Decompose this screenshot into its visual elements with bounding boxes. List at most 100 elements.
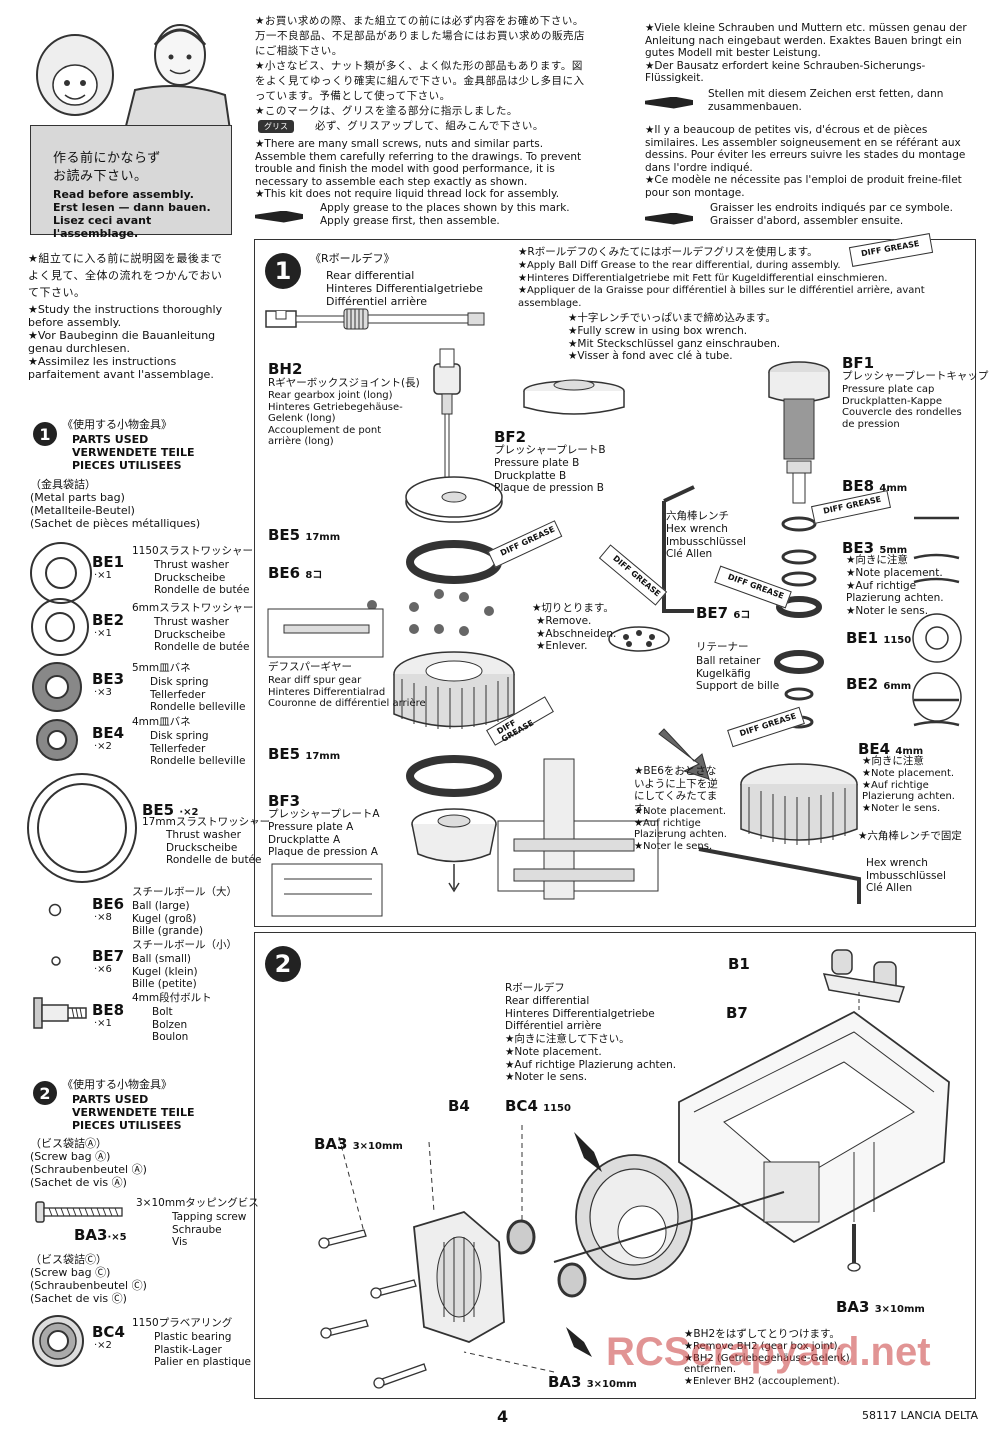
- bf3-desc: Pressure plate A Druckplatte A Plaque de…: [268, 821, 378, 858]
- bh2-jp: Rギヤーボックスジョイント(長): [268, 377, 420, 389]
- step2-number: 2: [265, 946, 301, 982]
- be1-code: BE1: [92, 553, 125, 571]
- be6-qty: ·×8: [94, 912, 112, 923]
- step2-panel: [254, 932, 976, 1399]
- bf2-code: BF2: [494, 428, 527, 446]
- intro-de-notes: ★Viele kleine Schrauben und Muttern etc.…: [645, 22, 967, 84]
- be5-code-text: BE5: [142, 801, 175, 819]
- retainer-desc: Ball retainer Kugelkäfig Support de bill…: [696, 655, 780, 692]
- be4-code: BE4: [92, 724, 125, 742]
- intro-en-notes: ★There are many small screws, nuts and s…: [255, 138, 582, 200]
- be4-desc: Disk spring Tellerfeder Rondelle bellevi…: [150, 730, 246, 767]
- be6-jp: スチールボール（大）: [132, 886, 237, 898]
- direction-arrow-icon: [658, 728, 710, 780]
- ba3-jp: 3×10mmタッピングビス: [136, 1197, 259, 1209]
- be7-desc: Ball (small) Kugel (klein) Bille (petite…: [132, 953, 198, 990]
- be2-qty: ·×1: [94, 628, 112, 639]
- be1-step-size: 1150: [883, 635, 912, 646]
- be5-upper-size: 17mm: [305, 532, 341, 543]
- step2-diagram: [318, 949, 950, 1389]
- be2-washer-icon: [774, 650, 824, 674]
- be4-qty: ·×2: [94, 741, 112, 752]
- ba3-qty: ·×5: [107, 1232, 127, 1243]
- ba3-lower-size: 3×10mm: [586, 1379, 637, 1390]
- step1-title: Rear differential Hinteres Differentialg…: [326, 269, 483, 308]
- be8-desc: Bolt Bolzen Boulon: [152, 1006, 189, 1043]
- be4-step-code-text: BE4: [858, 740, 891, 758]
- step1-panel: [254, 239, 976, 927]
- box-wrench-icon: [265, 308, 485, 330]
- be7-jp: スチールボール（小）: [132, 939, 237, 951]
- be1-step-code: BE1 1150: [846, 629, 911, 647]
- step1-title-jp: 《Rボールデフ》: [310, 252, 395, 265]
- be6-label-code: BE6 8コ: [268, 564, 322, 582]
- bh2-desc: Rear gearbox joint (long) Hinteres Getri…: [268, 390, 403, 447]
- b1-part-icon: [822, 949, 905, 1012]
- be6-note-jp: ★BE6をおとさないように上下を逆にしてくみたてます。: [634, 765, 718, 815]
- be5-lower-size: 17mm: [305, 751, 341, 762]
- be5-qty: ·×2: [179, 807, 199, 818]
- ba3-upper-code: BA3 3×10mm: [314, 1135, 403, 1153]
- be1-jp: 1150スラストワッシャー: [132, 545, 254, 557]
- be4-jp: 4mm皿バネ: [132, 716, 191, 728]
- be7-code: BE7: [92, 947, 125, 965]
- bh2-remove-note: ★Remove BH2 (gear box joint). ★BH2 (Getr…: [684, 1341, 850, 1387]
- be1-step-code-text: BE1: [846, 629, 879, 647]
- be5-jp: 17mmスラストワッシャー: [142, 816, 271, 828]
- be6-note: ★Note placement. ★Auf richtige Plazierun…: [634, 806, 727, 852]
- spur-jp: デフスパーギヤー: [268, 661, 352, 673]
- ba3-right-code: BA3 3×10mm: [836, 1298, 925, 1316]
- parts2-bag-c: （ビス袋詰Ⓒ） (Screw bag Ⓒ) (Schraubenbeutel Ⓒ…: [30, 1253, 147, 1305]
- be4-note-jp: ★向きに注意: [862, 755, 924, 767]
- step1-number: 1: [265, 253, 301, 289]
- grease-icon: グリス: [258, 120, 294, 133]
- grease-mark-en: [255, 206, 303, 225]
- be4-step-size: 4mm: [895, 746, 924, 757]
- cartoon-figures: [5, 5, 231, 131]
- be4-spring-icon: [784, 687, 814, 701]
- cap-lower-icon: [271, 863, 383, 917]
- bf1-desc: Pressure plate cap Druckplatten-Kappe Co…: [842, 384, 962, 430]
- be3-jp: 5mm皿バネ: [132, 662, 191, 674]
- cut-desc: ★Remove. ★Abschneiden. ★Enlever.: [536, 615, 617, 652]
- retainer-icon: [608, 626, 670, 652]
- be2-desc: Thrust washer Druckscheibe Rondelle de b…: [154, 616, 250, 653]
- gearbox-b7-icon: [678, 1010, 950, 1244]
- bc4-bearing-lower-icon: [557, 1262, 587, 1298]
- parts1-bag: （金具袋詰） (Metal parts bag) (Metallteile-Be…: [30, 478, 201, 530]
- grease-markers: [566, 1132, 602, 1357]
- be5-ring-icon: [406, 540, 502, 584]
- bh2-code: BH2: [268, 360, 303, 378]
- step2-title-jp: Rボールデフ: [505, 982, 565, 994]
- right-profile-icons: [913, 516, 960, 727]
- be5-lower-code: BE5 17mm: [268, 745, 340, 763]
- bc4-code: BC4: [92, 1323, 125, 1341]
- be8-step-code: BE8 4mm: [842, 477, 907, 495]
- be7-step-code: BE7 6コ: [696, 604, 750, 622]
- ba3-right-code-text: BA3: [836, 1298, 870, 1316]
- hex-jp: 六角棒レンチ: [666, 510, 729, 522]
- grease-mark-de: [645, 92, 693, 111]
- step2-title: Rear differential Hinteres Differentialg…: [505, 995, 655, 1032]
- grease-icon: [645, 212, 693, 225]
- be3-note: ★Note placement. ★Auf richtige Plazierun…: [846, 567, 944, 617]
- step2-note-jp: ★向きに注意して下さい。: [505, 1033, 630, 1045]
- watermark: RCScrapyard.net: [606, 1330, 931, 1374]
- be5-upper-code: BE5 17mm: [268, 526, 340, 544]
- be8-bolt-icon: [786, 460, 812, 504]
- step1-screw-note-jp: ★十字レンチでいっぱいまで締め込みます。: [568, 312, 776, 324]
- cut-jp: ★切りとります。: [532, 602, 614, 614]
- bf3-jp: プレッシャープレートA: [268, 808, 380, 820]
- step1-grease-note: ★Apply Ball Diff Grease to the rear diff…: [518, 260, 925, 309]
- step1-grease-note-jp: ★Rボールデフのくみたてにはボールデフグリスを使用します。: [518, 246, 818, 258]
- read-before-en: Read before assembly. Erst lesen — dann …: [53, 188, 211, 240]
- be8-qty: ·×1: [94, 1018, 112, 1029]
- spur-desc: Rear diff spur gear Hinteres Differentia…: [268, 675, 426, 709]
- be2-step-code-text: BE2: [846, 675, 879, 693]
- page-number: 4: [497, 1407, 509, 1426]
- bh2-joint-icon: [433, 348, 461, 480]
- parts1-number: 1: [33, 422, 57, 446]
- be8-code: BE8: [92, 1001, 125, 1019]
- be5-ring-lower-icon: [406, 755, 502, 797]
- be2-code: BE2: [92, 611, 125, 629]
